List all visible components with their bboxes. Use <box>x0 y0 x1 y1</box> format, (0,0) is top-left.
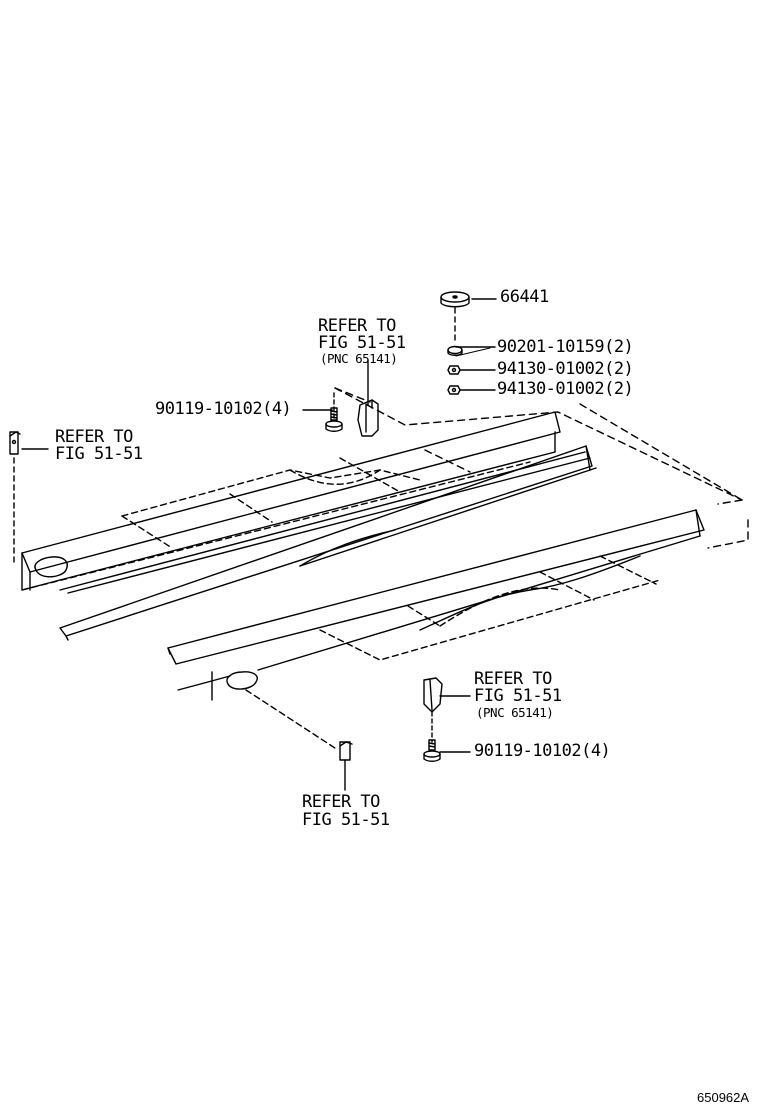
center-channel <box>59 445 597 641</box>
cushion-66441 <box>440 291 470 308</box>
label-94130-01002-b: 94130-01002(2) <box>497 379 634 399</box>
outer-dashed-boundary <box>334 387 749 549</box>
label-94130-01002-a: 94130-01002(2) <box>497 359 634 379</box>
bolt-90119-bottom <box>423 739 441 762</box>
nut-94130-a <box>447 365 461 375</box>
bracket-lower-right <box>423 677 443 713</box>
label-fig-left: FIG 51-51 <box>55 444 143 464</box>
label-66441: 66441 <box>500 287 549 307</box>
label-90119-10102-top: 90119-10102(4) <box>155 399 292 419</box>
label-fig-bottom: FIG 51-51 <box>302 810 390 830</box>
label-pnc-top: (PNC 65141) <box>320 351 398 366</box>
figure-code: 650962A <box>697 1090 750 1105</box>
label-refer-to-left: REFER TO <box>55 427 133 447</box>
upper-rail <box>21 411 591 594</box>
label-refer-to-bottom: REFER TO <box>302 792 380 812</box>
leader-lines <box>13 298 497 791</box>
label-refer-to-lower-right: REFER TO <box>474 669 552 689</box>
label-90119-10102-bottom: 90119-10102(4) <box>474 741 611 761</box>
clip-bottom-center <box>339 741 353 761</box>
lower-rail <box>167 509 705 701</box>
label-fig-lower-right: FIG 51-51 <box>474 686 562 706</box>
bolt-90119-top <box>325 407 343 432</box>
label-pnc-lower-right: (PNC 65141) <box>476 705 554 720</box>
label-90201-10159: 90201-10159(2) <box>497 337 634 357</box>
washer-90201 <box>447 345 463 356</box>
label-refer-to-top: REFER TO <box>318 316 396 336</box>
bracket-top <box>357 399 379 437</box>
nut-94130-b <box>447 385 461 395</box>
label-fig-top: FIG 51-51 <box>318 333 406 353</box>
clip-left <box>9 431 21 455</box>
